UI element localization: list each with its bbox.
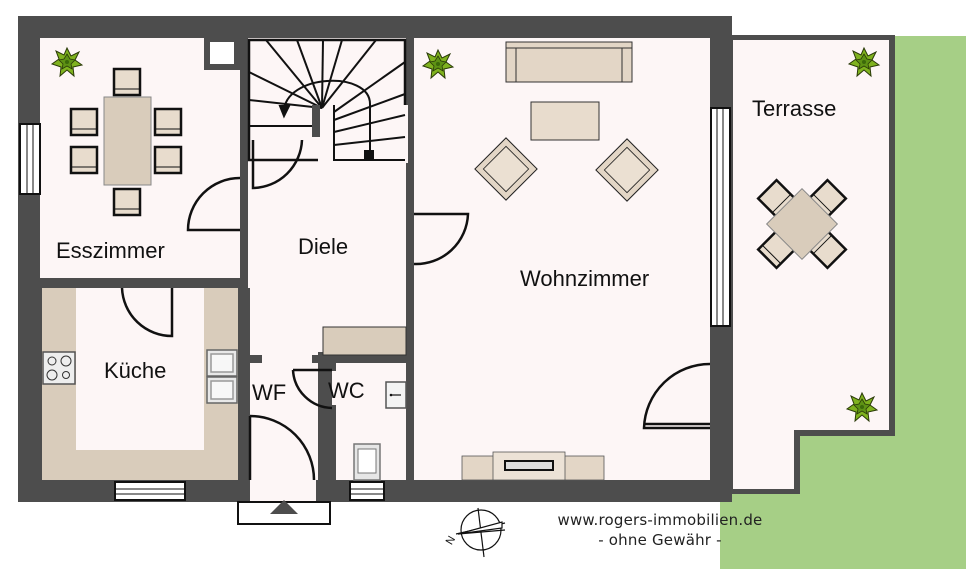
staircase-icon <box>247 38 408 163</box>
toilet-icon <box>353 443 381 481</box>
room-label-esszimmer: Esszimmer <box>56 238 165 263</box>
window-icon <box>19 107 731 501</box>
bench <box>322 326 407 356</box>
sink-icon <box>206 349 238 404</box>
coffee-table <box>530 101 600 141</box>
room-label-wc: WC <box>328 378 365 403</box>
room-label-terrasse: Terrasse <box>752 96 837 121</box>
website-link[interactable]: www.rogers-immobilien.de <box>557 511 763 529</box>
entrance-arrow-icon <box>270 500 298 514</box>
chimney-shaft <box>210 42 234 64</box>
washbasin-icon <box>385 381 407 409</box>
tv-stand-icon <box>461 451 605 481</box>
compass-icon <box>455 507 506 558</box>
interior-walls <box>40 38 732 502</box>
room-label-wf: WF <box>252 380 287 405</box>
terrace <box>727 35 895 494</box>
compass-north-label: N <box>444 534 458 547</box>
entrance-step <box>237 500 331 525</box>
sofa-icon <box>505 41 633 83</box>
room-label-diele: Diele <box>298 234 349 259</box>
disclaimer-text: - ohne Gewähr - <box>598 531 722 549</box>
dining-table-icon <box>756 178 848 270</box>
stove-icon <box>42 351 76 385</box>
room-label-kueche: Küche <box>104 358 167 383</box>
door-swing-icon <box>120 139 711 481</box>
room-label-wohnzimmer: Wohnzimmer <box>520 266 650 291</box>
dining-table-icon <box>69 67 183 217</box>
